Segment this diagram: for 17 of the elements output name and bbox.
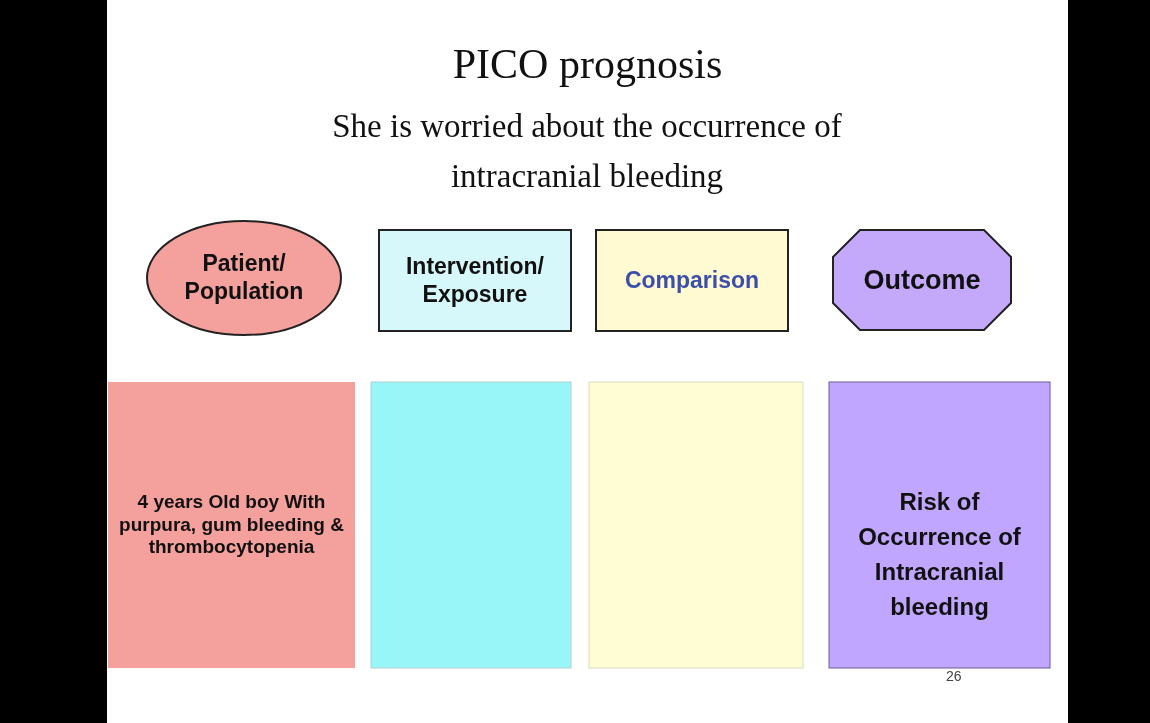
outcome-octagon xyxy=(832,229,1012,331)
node-text: Intervention/ Exposure xyxy=(405,252,545,309)
node-text: Risk of Occurrence of Intracranial bleeding xyxy=(857,487,1022,622)
slide-subtitle: She is worried about the occurrence of intracranial bleeding xyxy=(331,107,843,196)
slide-title: PICO prognosis xyxy=(451,40,724,88)
intervention-detail-box xyxy=(370,381,572,669)
patient-detail-box xyxy=(107,381,356,669)
page-number: 26 xyxy=(946,668,962,684)
comparison-detail-box xyxy=(588,381,804,669)
patient-ellipse xyxy=(146,220,342,336)
node-text: Comparison xyxy=(623,266,761,295)
outcome-detail-box xyxy=(828,381,1051,669)
intervention-box xyxy=(378,229,572,332)
node-text: Patient/ Population xyxy=(183,250,305,306)
comparison-box xyxy=(595,229,789,332)
node-text: Outcome xyxy=(862,263,982,297)
node-text: 4 years Old boy With purpura, gum bleeding & thrombocytopenia xyxy=(118,490,345,560)
